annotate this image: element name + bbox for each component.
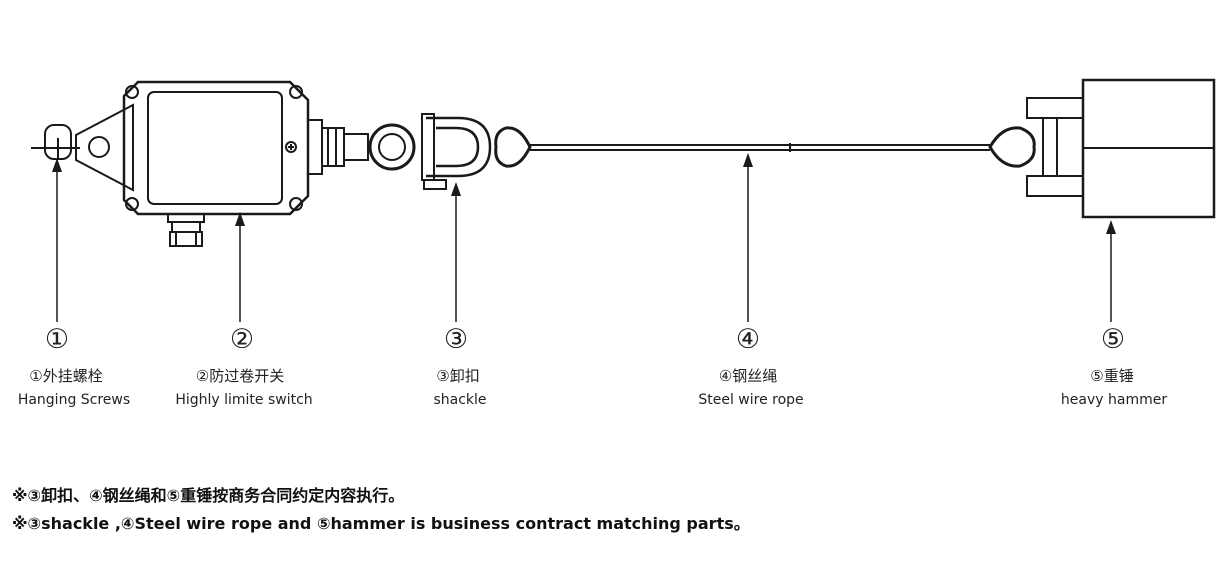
steel-wire-rope-drawing	[494, 126, 1036, 168]
note-chinese: ※③卸扣、④钢丝绳和⑤重锤按商务合同约定内容执行。	[12, 486, 405, 505]
shackle-drawing	[421, 113, 492, 190]
heavy-hammer-drawing	[1026, 78, 1216, 219]
part-name-cn-5: ⑤重锤	[1090, 367, 1133, 385]
part-number-3: ③	[444, 324, 468, 355]
part-name-en-2: Highly limite switch	[175, 392, 312, 408]
arrow-head-2	[235, 212, 245, 226]
part-name-en-3: shackle	[433, 392, 486, 408]
arrow-head-5	[1106, 220, 1116, 234]
arrow-head-4	[743, 153, 753, 167]
part-name-cn-4: ④钢丝绳	[719, 367, 777, 385]
arrow-head-1	[52, 158, 62, 172]
hanging-screw-drawing	[31, 124, 80, 160]
limit-switch-drawing	[75, 80, 416, 247]
part-name-cn-1: ①外挂螺栓	[29, 367, 102, 385]
note-english: ※③shackle ,④Steel wire rope and ⑤hammer …	[12, 514, 750, 533]
part-name-cn-3: ③卸扣	[436, 367, 479, 385]
part-name-en-5: heavy hammer	[1061, 392, 1167, 408]
part-number-2: ②	[230, 324, 254, 355]
arrow-head-3	[451, 182, 461, 196]
part-name-en-1: Hanging Screws	[18, 392, 130, 408]
part-name-en-4: Steel wire rope	[698, 392, 803, 408]
part-number-5: ⑤	[1101, 324, 1125, 355]
part-name-cn-2: ②防过卷开关	[196, 367, 284, 385]
part-number-1: ①	[45, 324, 69, 355]
part-number-4: ④	[736, 324, 760, 355]
